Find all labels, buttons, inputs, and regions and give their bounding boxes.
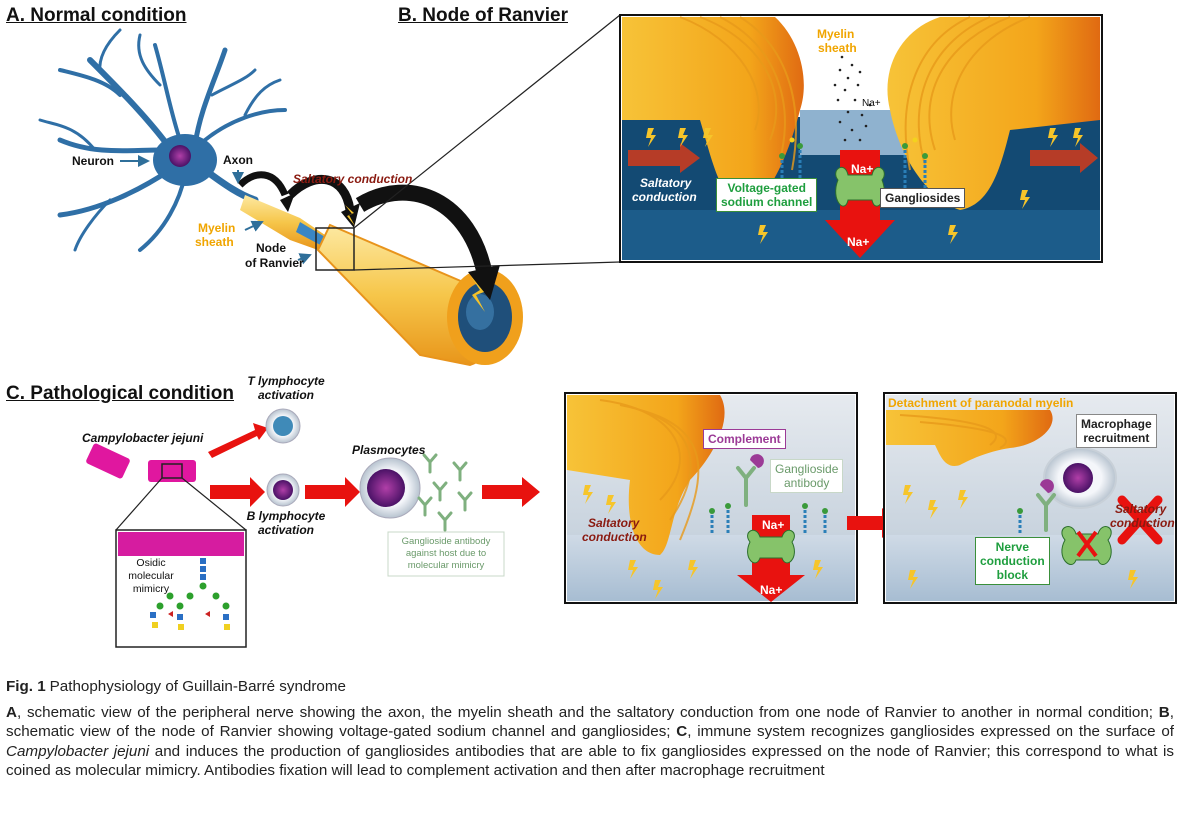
label-nerve-conduction-block: Nerve conduction block [975,537,1050,585]
label-saltatory-b-1: Saltatory [640,176,692,190]
label-ganglioside-ab-2: antibody [784,476,830,490]
antibody-note: Ganglioside antibody against host due to… [388,536,504,572]
label-myelin-b-2: sheath [818,41,857,55]
caption-letter-c: C [676,723,688,740]
figure-title: Pathophysiology of Guillain-Barré syndro… [49,678,346,695]
label-myelin-a-1: Myelin [198,221,236,235]
label-macrophage-recruitment: Macrophage recruitment [1076,414,1157,448]
figure-number: Fig. 1 [6,678,46,695]
label-gangliosides: Gangliosides [880,188,966,208]
caption-text-c1: , immune system recognizes gangliosides … [687,723,1174,740]
label-ganglioside-antibody: Ganglioside antibody [770,459,844,493]
figure: A. Normal condition B. Node of Ranvier C… [6,5,1177,648]
label-saltatory-conduction-a: Saltatory conduction [293,172,413,186]
panel-b-title: B. Node of Ranvier [398,5,568,26]
label-macrophage-1: Macrophage [1081,417,1152,431]
label-complement: Complement [703,429,786,449]
label-saltatory-c-2: conduction [582,530,647,544]
label-antibody-note-2: against host due to [405,548,487,559]
caption-text-a: , schematic view of the peripheral nerve… [16,703,1159,721]
label-detachment: Detachment of paranodal myelin [888,396,1074,410]
label-osidic-3: mimicry [132,583,170,595]
label-na-mid-b: Na+ [851,162,874,176]
neuron-illustration [38,14,621,367]
caption-text-b: , schematic view of the node of Ranvier … [6,703,1174,741]
label-voltage-gated-channel: Voltage-gated sodium channel [716,178,818,212]
label-osidic-1: Osidic [136,557,166,569]
label-ganglioside-ab-1: Ganglioside [775,462,839,476]
label-neuron: Neuron [72,154,114,168]
panel-a-title: A. Normal condition [6,5,187,26]
immune-cascade [86,408,540,648]
label-antibody-note-1: Ganglioside antibody [401,536,491,547]
label-node-1: Node [256,241,286,255]
caption-letter-a: A [6,703,17,721]
caption-body: A, schematic view of the peripheral nerv… [6,703,1174,781]
label-saltatory-b-2: conduction [632,190,697,204]
label-saltatory-c2-2: conduction [1110,516,1175,530]
label-plasmocytes: Plasmocytes [352,443,426,457]
label-na-bottom-b: Na+ [847,235,870,249]
pathology-panel-left [564,392,900,604]
label-axon: Axon [223,153,253,167]
label-saltatory-c2-1: Saltatory [1115,502,1167,516]
label-myelin-b-1: Myelin [817,27,855,41]
caption-text-c2: and induces the production of gangliosid… [6,742,1174,780]
label-t-lymphocyte-2: activation [257,388,314,402]
label-block-3: block [996,568,1028,582]
label-channel-2: sodium channel [721,195,813,209]
panel-c-title: C. Pathological condition [6,383,234,404]
label-antibody-note-3: molecular mimicry [407,560,485,571]
label-na-bottom-c: Na+ [760,583,783,597]
label-block-1: Nerve [995,540,1030,554]
label-node-2: of Ranvier [245,256,304,270]
label-myelin-a-2: sheath [195,235,234,249]
label-block-2: conduction [980,554,1045,568]
label-b-lymphocyte-2: activation [257,523,314,537]
label-macrophage-2: recruitment [1083,431,1150,445]
label-channel-1: Voltage-gated [727,181,806,195]
label-t-lymphocyte-1: T lymphocyte [247,374,325,388]
label-osidic-2: molecular [128,570,174,582]
label-b-lymphocyte-1: B lymphocyte [246,509,326,523]
label-saltatory-c-1: Saltatory [588,516,640,530]
caption-italic-species: Campylobacter jejuni [6,742,150,760]
node-of-ranvier-panel [619,14,1103,263]
label-na-top: Na+ [862,98,881,109]
label-na-mid-c: Na+ [762,518,785,532]
caption-letter-b: B [1158,703,1170,721]
label-campylobacter: Campylobacter jejuni [82,431,204,445]
osidic-mimicry-label: Osidic molecular mimicry [120,557,182,596]
